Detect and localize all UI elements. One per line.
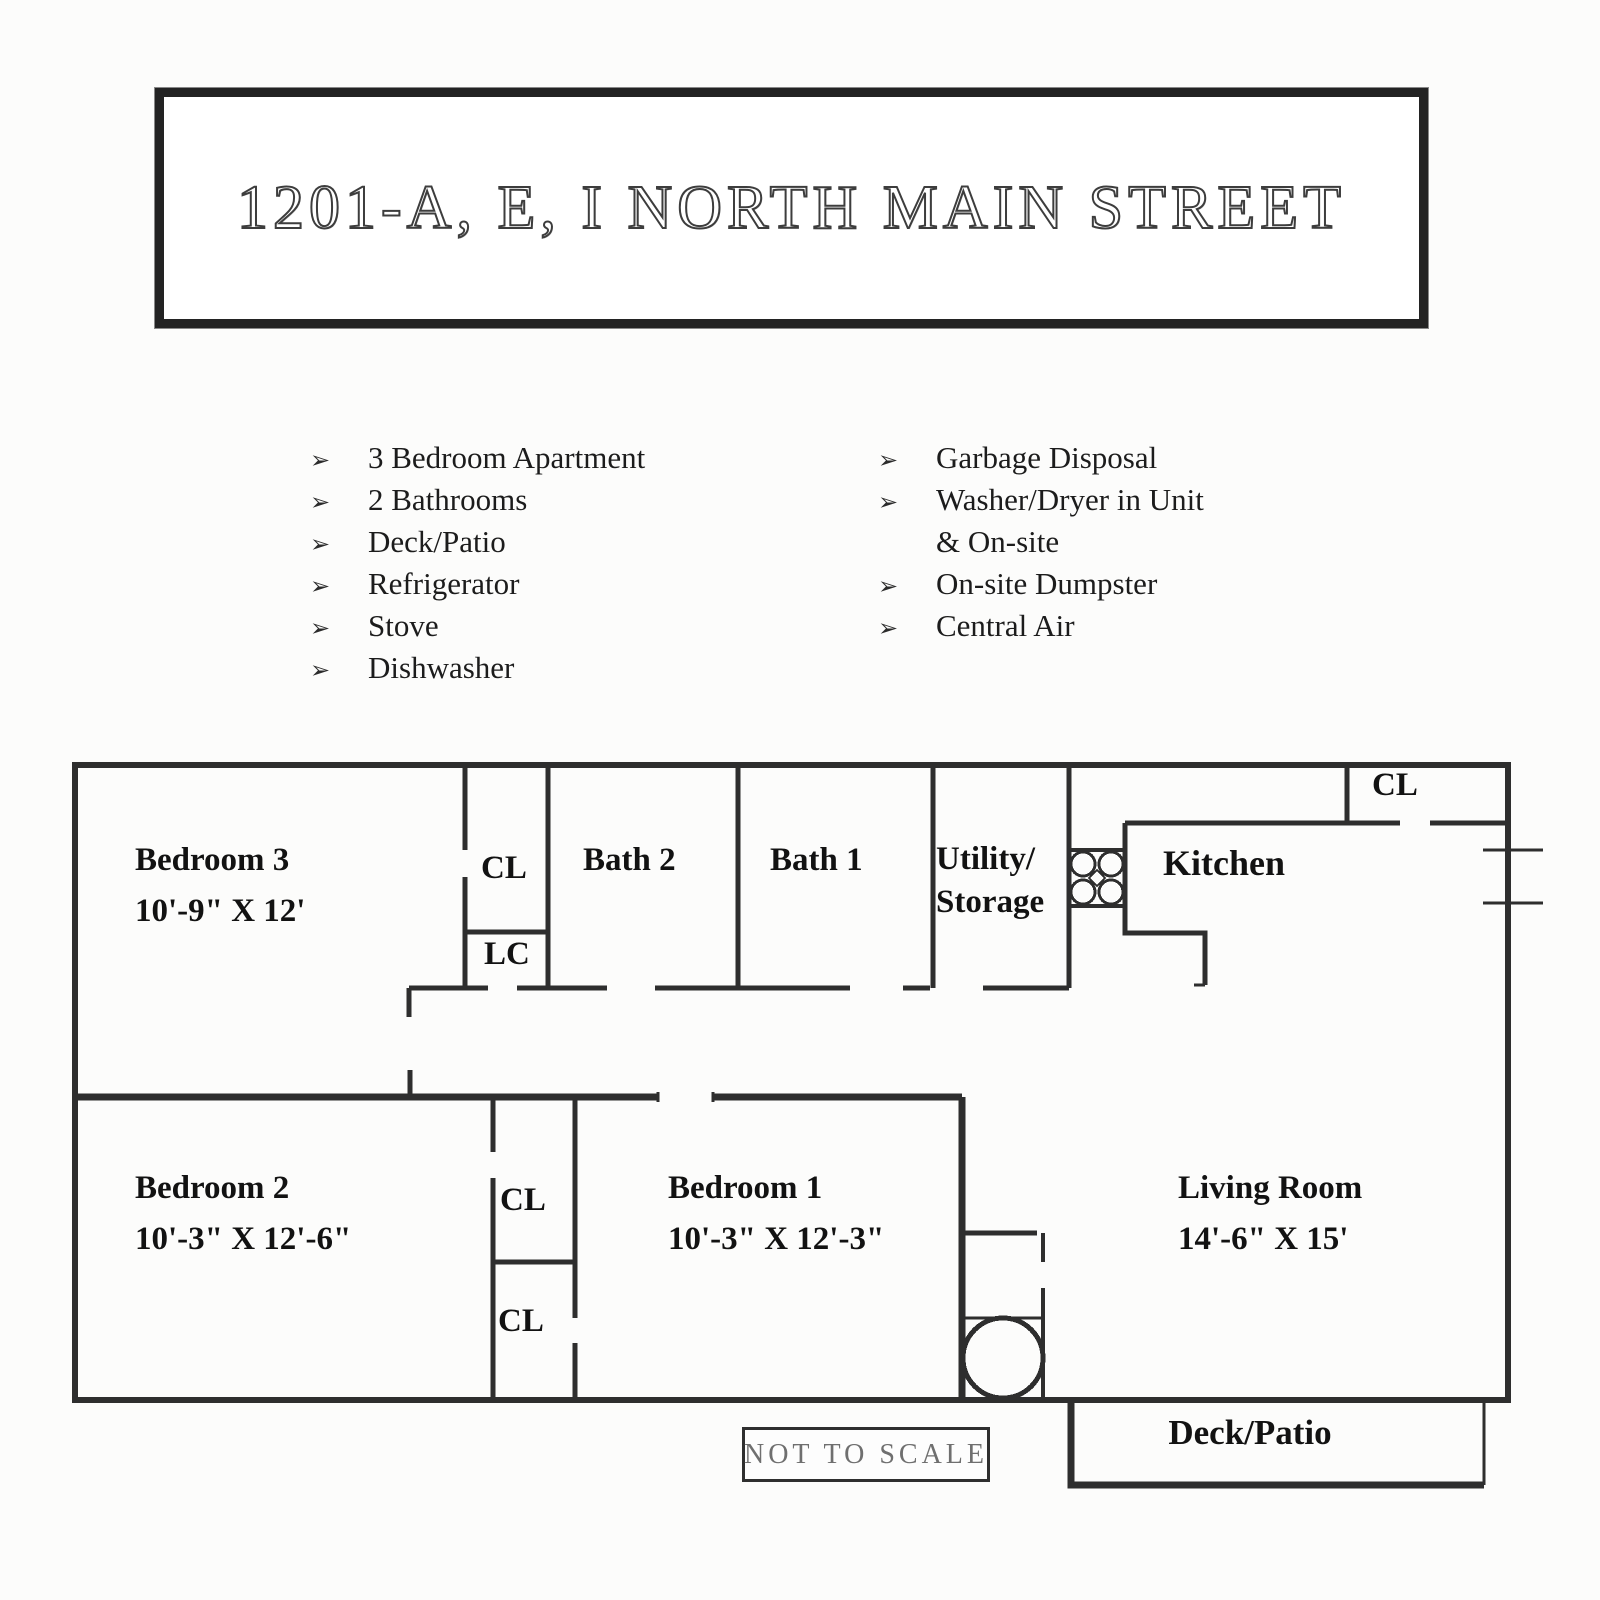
arrow-bullet-icon: ➢ [310, 530, 331, 558]
room-label-kitchen: Kitchen [1163, 838, 1285, 889]
washer-dryer-hookup-icon [1067, 848, 1127, 908]
door-end-caps [656, 1092, 715, 1102]
list-item: ➢ Central Air [878, 608, 1204, 650]
list-item: ➢ Stove [310, 608, 645, 650]
right-wall-window-ticks [1483, 848, 1543, 905]
room-label-living-room: Living Room 14'-6" X 15' [1178, 1163, 1362, 1265]
room-name: Storage [936, 884, 1045, 920]
feature-list-left: ➢ 3 Bedroom Apartment ➢ 2 Bathrooms ➢ Deck/… [310, 440, 645, 692]
list-item: ➢ Dishwasher [310, 650, 645, 692]
list-item: ➢ Garbage Disposal [878, 440, 1204, 482]
room-name: Bedroom 3 [135, 842, 290, 878]
feature-text: 2 Bathrooms [368, 482, 528, 517]
room-dims: 14'-6" X 15' [1178, 1221, 1349, 1257]
room-label-bath1: Bath 1 [770, 835, 863, 886]
room-name: Bath 1 [770, 842, 863, 878]
door-jamb-ticks [1194, 930, 1205, 987]
room-name: Utility/ [936, 841, 1035, 877]
feature-text: On-site Dumpster [936, 566, 1158, 601]
arrow-bullet-icon: ➢ [878, 488, 899, 516]
room-label-bedroom2: Bedroom 2 10'-3" X 12'-6" [135, 1163, 351, 1265]
room-dims: 10'-9" X 12' [135, 893, 306, 929]
room-name: Living Room [1178, 1170, 1363, 1206]
title-banner: 1201-A, E, I NORTH MAIN STREET [155, 88, 1428, 328]
room-label-deck: Deck/Patio [1168, 1413, 1332, 1452]
arrow-bullet-icon: ➢ [310, 446, 331, 474]
feature-text: Central Air [936, 608, 1075, 643]
room-name: Kitchen [1163, 843, 1285, 883]
closet-label-bedroom2-cl-bottom: CL [498, 1303, 544, 1339]
room-label-bath2: Bath 2 [583, 835, 676, 886]
arrow-bullet-icon: ➢ [878, 572, 899, 600]
feature-text: 3 Bedroom Apartment [368, 440, 646, 475]
room-label-bedroom1: Bedroom 1 10'-3" X 12'-3" [668, 1163, 884, 1265]
feature-text: Dishwasher [368, 650, 515, 685]
closet-label-kitchen-cl: CL [1372, 767, 1418, 803]
feature-list-right: ➢Garbage Disposal ➢Washer/Dryer in Unit … [878, 440, 1204, 650]
closet-label-hall-lc: LC [484, 936, 530, 972]
arrow-bullet-icon: ➢ [878, 614, 899, 642]
feature-text: Stove [368, 608, 439, 643]
feature-text: Washer/Dryer in Unit [936, 482, 1204, 517]
room-name: Bath 2 [583, 842, 676, 878]
room-label-bedroom3: Bedroom 3 10'-9" X 12' [135, 835, 305, 937]
feature-text: Garbage Disposal [936, 440, 1158, 475]
list-item-continuation: ➢& On-site [878, 524, 1204, 566]
closet-label-bedroom2-cl-top: CL [500, 1182, 546, 1218]
room-name: Bedroom 2 [135, 1170, 290, 1206]
arrow-bullet-icon: ➢ [310, 572, 331, 600]
room-name: Bedroom 1 [668, 1170, 823, 1206]
room-dims: 10'-3" X 12'-3" [668, 1221, 885, 1257]
arrow-bullet-icon: ➢ [878, 446, 899, 474]
list-item: ➢ On-site Dumpster [878, 566, 1204, 608]
not-to-scale-box: NOT TO SCALE [742, 1427, 990, 1482]
arrow-bullet-icon: ➢ [310, 488, 331, 516]
arrow-bullet-icon: ➢ [310, 614, 331, 642]
feature-text: Refrigerator [368, 566, 520, 601]
feature-text: & On-site [936, 524, 1060, 559]
closet-label-hall-cl: CL [481, 850, 527, 886]
water-heater-icon [960, 1315, 1046, 1401]
deck-walls-thick [1067, 1400, 1484, 1489]
scale-note: NOT TO SCALE [743, 1438, 989, 1470]
list-item: ➢ 2 Bathrooms [310, 482, 645, 524]
list-item: ➢ Deck/Patio [310, 524, 645, 566]
page-title: 1201-A, E, I NORTH MAIN STREET [236, 173, 1346, 243]
room-dims: 10'-3" X 12'-6" [135, 1221, 352, 1257]
arrow-bullet-icon: ➢ [310, 656, 331, 684]
room-label-utility: Utility/ Storage [936, 838, 1044, 924]
list-item: ➢ Refrigerator [310, 566, 645, 608]
list-item: ➢ 3 Bedroom Apartment [310, 440, 645, 482]
feature-text: Deck/Patio [368, 524, 506, 559]
exterior-walls [72, 762, 1511, 1403]
list-item: ➢ Washer/Dryer in Unit [878, 482, 1204, 524]
